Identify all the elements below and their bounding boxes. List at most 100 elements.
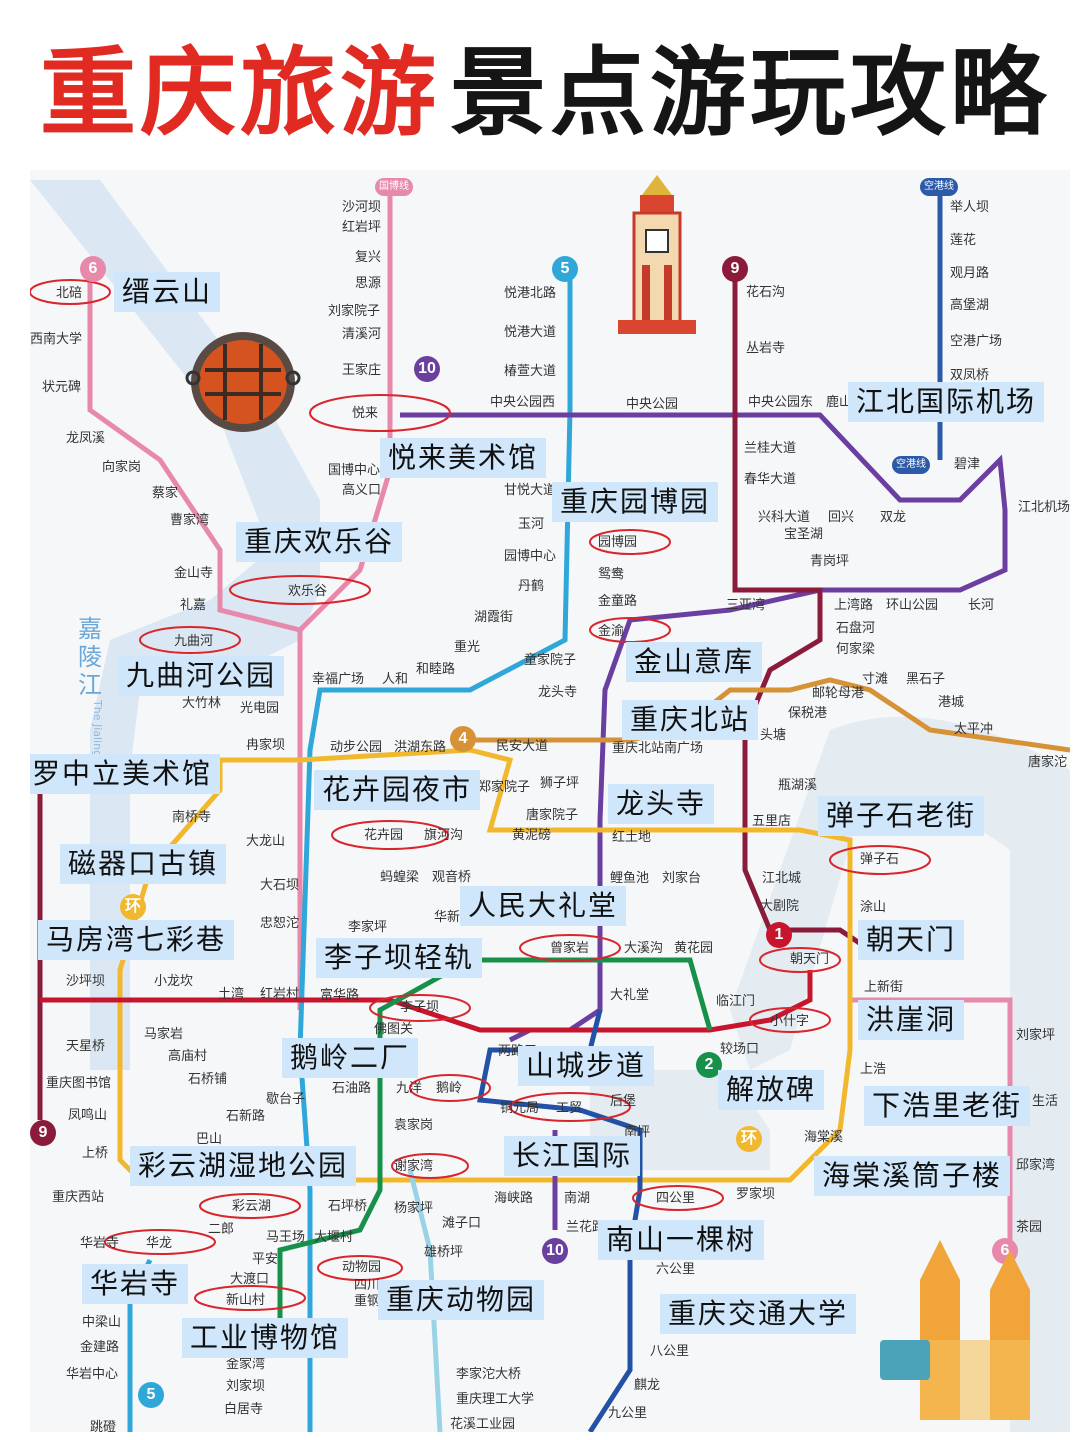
station-name: 光电园 — [240, 701, 280, 716]
station-name: 头塘 — [760, 728, 787, 743]
spot-label-jinyunshan[interactable]: 缙云山 — [114, 272, 221, 312]
spot-label-jiefangbei[interactable]: 解放碑 — [718, 1070, 825, 1110]
spot-label-chaotianmen[interactable]: 朝天门 — [858, 920, 965, 960]
station-name: 李家沱大桥 — [456, 1367, 522, 1382]
spot-label-luo-zhongli-art-museum[interactable]: 罗中立美术馆 — [30, 754, 221, 794]
station-name: 双龙 — [880, 510, 907, 525]
station-name: 三亚湾 — [726, 598, 766, 613]
spot-label-hongyadong[interactable]: 洪崖洞 — [858, 1000, 965, 1040]
spot-label-chongqing-zoo[interactable]: 重庆动物园 — [378, 1280, 545, 1320]
station-name: 兴科大道 — [758, 510, 811, 525]
station-name: 重庆西站 — [52, 1190, 105, 1205]
station-name: 民安大道 — [496, 739, 549, 754]
station-name: 回兴 — [828, 510, 855, 525]
spot-label-changjiang-international[interactable]: 长江国际 — [504, 1136, 641, 1176]
spot-label-industry-museum[interactable]: 工业博物馆 — [182, 1318, 349, 1358]
station-name: 小龙坎 — [154, 974, 194, 989]
station-name: 西南大学 — [30, 332, 83, 347]
station-name: 重庆图书馆 — [46, 1076, 112, 1091]
station-name: 花石沟 — [746, 285, 786, 300]
station-name: 中央公园西 — [490, 395, 556, 410]
line-2-badge: 2 — [696, 1052, 722, 1078]
station-name: 重钢 — [354, 1294, 381, 1309]
station-name: 港城 — [938, 695, 965, 710]
spot-label-caiyunhu-wetland[interactable]: 彩云湖湿地公园 — [130, 1146, 357, 1186]
line-5-badge-2: 5 — [138, 1382, 164, 1408]
line-10-badge: 10 — [414, 356, 440, 382]
station-name: 鲤鱼池 — [610, 871, 650, 886]
spot-label-great-hall[interactable]: 人民大礼堂 — [460, 886, 627, 926]
station-name: 大剧院 — [760, 899, 800, 914]
spot-label-jiuquhe-park[interactable]: 九曲河公园 — [118, 656, 285, 696]
station-name: 举人坝 — [950, 200, 990, 215]
spot-label-jiaotong-university[interactable]: 重庆交通大学 — [660, 1294, 857, 1334]
station-name: 跳磴 — [90, 1420, 117, 1432]
spot-label-mafangwan-lane[interactable]: 马房湾七彩巷 — [38, 920, 235, 960]
station-name: 曹家湾 — [170, 513, 210, 528]
station-name: 中梁山 — [82, 1315, 122, 1330]
station-name: 新山村 — [226, 1293, 266, 1308]
station-name: 九洋 — [396, 1081, 423, 1096]
station-name: 弹子石 — [860, 852, 900, 867]
station-name: 重光 — [454, 640, 481, 655]
spot-label-happy-valley[interactable]: 重庆欢乐谷 — [236, 522, 403, 562]
station-name: 小什字 — [770, 1014, 810, 1029]
spot-label-liziba-monorail[interactable]: 李子坝轻轨 — [316, 938, 483, 978]
station-name: 石坪桥 — [328, 1199, 368, 1214]
spot-label-nanshan-one-tree[interactable]: 南山一棵树 — [598, 1220, 765, 1260]
station-name: 蚂蝗梁 — [380, 870, 420, 885]
spot-label-yuelai-art-museum[interactable]: 悦来美术馆 — [380, 438, 547, 478]
ring-line-badge-2: 环 — [736, 1126, 762, 1152]
line-9-badge-2: 9 — [30, 1120, 56, 1146]
spot-label-xiahaoli-old-street[interactable]: 下浩里老街 — [864, 1086, 1031, 1126]
station-name: 忠恕沱 — [260, 916, 300, 931]
spot-label-garden-expo[interactable]: 重庆园博园 — [552, 482, 719, 522]
spot-label-danzishi-old-street[interactable]: 弹子石老街 — [818, 796, 985, 836]
station-name: 兰桂大道 — [744, 441, 797, 456]
station-name: 童家院子 — [524, 653, 577, 668]
station-name: 上桥 — [82, 1146, 109, 1161]
station-name: 双凤桥 — [950, 368, 990, 383]
station-name: 土湾 — [218, 987, 245, 1002]
station-name: 华龙 — [146, 1236, 173, 1251]
spot-label-mountain-city-trail[interactable]: 山城步道 — [518, 1046, 655, 1086]
station-name: 碧津 — [954, 457, 981, 472]
station-name: 二郎 — [208, 1222, 235, 1237]
line-5-badge: 5 — [552, 256, 578, 282]
station-name: 彩云湖 — [232, 1199, 272, 1214]
station-name: 红土地 — [612, 830, 652, 845]
station-name: 人和 — [382, 672, 409, 687]
spot-label-ciqikou-town[interactable]: 磁器口古镇 — [60, 844, 227, 884]
spot-label-jiangbei-airport[interactable]: 江北国际机场 — [848, 382, 1045, 422]
station-name: 旗河沟 — [424, 828, 464, 843]
station-name: 园博园 — [598, 535, 638, 550]
station-name: 歇台子 — [266, 1092, 306, 1107]
station-name: 重庆北站南广场 — [612, 741, 704, 756]
station-name: 茶园 — [1016, 1220, 1043, 1235]
spot-label-chongqing-north-station[interactable]: 重庆北站 — [622, 700, 759, 740]
spot-label-haitangxi-tube-building[interactable]: 海棠溪筒子楼 — [814, 1156, 1011, 1196]
station-name: 袁家岗 — [394, 1118, 434, 1133]
spot-label-jinshan-yiku[interactable]: 金山意库 — [626, 642, 763, 682]
station-name: 八公里 — [650, 1344, 690, 1359]
station-name: 四川 — [354, 1278, 381, 1293]
page-title: 重庆旅游 景点游玩攻略 — [0, 30, 1080, 160]
station-name: 何家梁 — [836, 642, 876, 657]
line-6-badge: 6 — [80, 256, 106, 282]
spot-label-huahuiyuan-night-market[interactable]: 花卉园夜市 — [314, 770, 481, 810]
station-name: 大渡口 — [230, 1272, 270, 1287]
station-name: 南桥寺 — [172, 810, 212, 825]
station-name: 朝天门 — [790, 952, 830, 967]
spot-label-huayan-temple[interactable]: 华岩寺 — [82, 1264, 189, 1304]
station-name: 沙河坝 — [342, 200, 382, 215]
station-name: 宝圣湖 — [784, 527, 824, 542]
station-name: 金建路 — [80, 1340, 120, 1355]
spot-label-eling-2nd-factory[interactable]: 鹅岭二厂 — [282, 1038, 419, 1078]
station-name: 金山寺 — [174, 566, 214, 581]
station-name: 龙凤溪 — [66, 431, 106, 446]
spot-label-longtousi[interactable]: 龙头寺 — [608, 784, 715, 824]
station-name: 江北城 — [762, 871, 802, 886]
station-name: 富华路 — [320, 988, 360, 1003]
station-name: 蔡家 — [152, 486, 179, 501]
station-name: 雄桥坪 — [424, 1245, 464, 1260]
